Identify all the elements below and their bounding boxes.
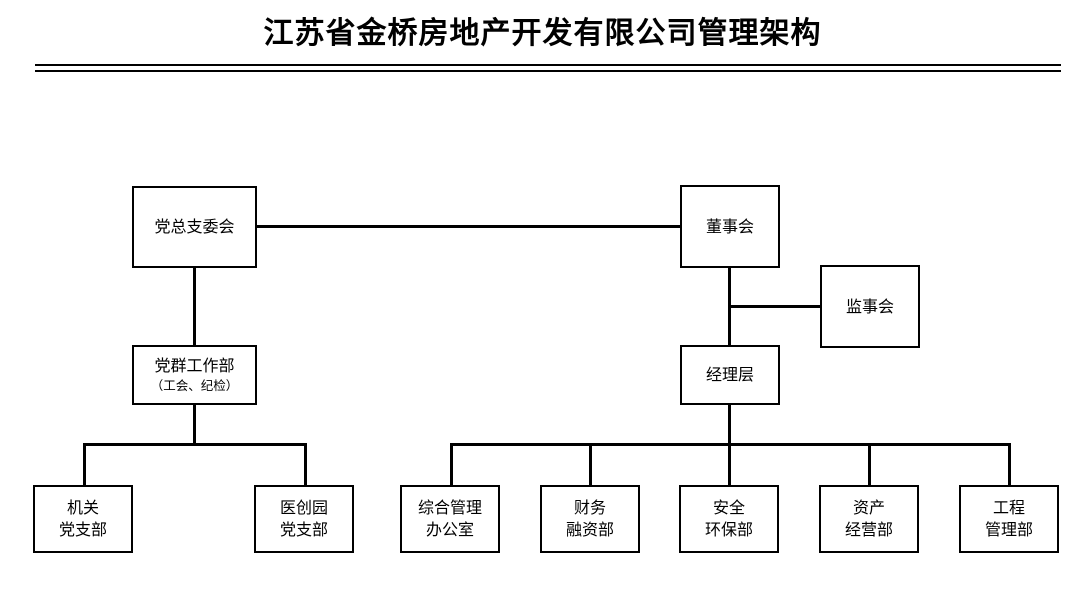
node-label-line2: 经营部 [844,520,893,539]
node-organ-party-branch[interactable]: 机关 党支部 [33,485,133,553]
node-label-line2: 环保部 [704,520,753,539]
node-label: 党群工作部 [154,356,235,375]
node-management-layer[interactable]: 经理层 [680,345,780,405]
node-label: 经理层 [705,365,754,384]
connector-drop-finance-dept [589,443,592,487]
node-label: 监事会 [845,296,894,316]
connector-drop-engineering-dept [1008,443,1011,487]
node-party-work-dept[interactable]: 党群工作部 （工会、纪检） [132,345,257,405]
node-label-line1: 综合管理 [417,498,482,517]
page-title: 江苏省金桥房地产开发有限公司管理架构 [263,16,822,51]
title-divider-lower [35,70,1061,72]
node-label: 董事会 [705,216,754,236]
node-label-line2: 党支部 [279,520,328,539]
node-board-of-supervisors[interactable]: 监事会 [820,265,920,348]
node-asset-operation-dept[interactable]: 资产 经营部 [819,485,919,553]
node-safety-env-dept[interactable]: 安全 环保部 [679,485,779,553]
node-label-line1: 资产 [852,498,885,517]
node-label-line1: 工程 [992,498,1025,517]
node-sublabel: （工会、纪检） [150,378,239,393]
node-general-admin-office[interactable]: 综合管理 办公室 [400,485,500,553]
node-label-line1: 安全 [712,498,745,517]
node-label-line2: 融资部 [565,520,614,539]
node-label-line2: 管理部 [984,520,1033,539]
node-label-line2: 办公室 [425,520,474,539]
node-yichuangyuan-party-branch[interactable]: 医创园 党支部 [254,485,354,553]
node-label-line1: 机关 [66,498,99,517]
connector-left-bus [83,443,307,446]
title-divider-upper [35,64,1061,66]
connector-drop-general-admin-office [450,443,453,487]
node-label-line1: 医创园 [279,498,328,517]
node-engineering-dept[interactable]: 工程 管理部 [959,485,1059,553]
connector-party-committee-to-board [255,225,682,228]
node-label: 党总支委会 [154,217,235,236]
connector-drop-yichuangyuan-branch [304,443,307,487]
node-board-of-directors[interactable]: 董事会 [680,185,780,268]
node-label-line1: 财务 [573,498,606,517]
node-party-committee[interactable]: 党总支委会 [132,186,257,268]
connector-party-committee-to-work-dept [193,266,196,347]
connector-drop-safety-env-dept [728,443,731,487]
connector-drop-organ-party-branch [83,443,86,487]
connector-board-to-supervisors [728,305,822,308]
connector-work-dept-stem [193,403,196,446]
node-finance-dept[interactable]: 财务 融资部 [540,485,640,553]
connector-management-stem [728,403,731,446]
node-label-line2: 党支部 [58,520,107,539]
connector-drop-asset-operation-dept [868,443,871,487]
